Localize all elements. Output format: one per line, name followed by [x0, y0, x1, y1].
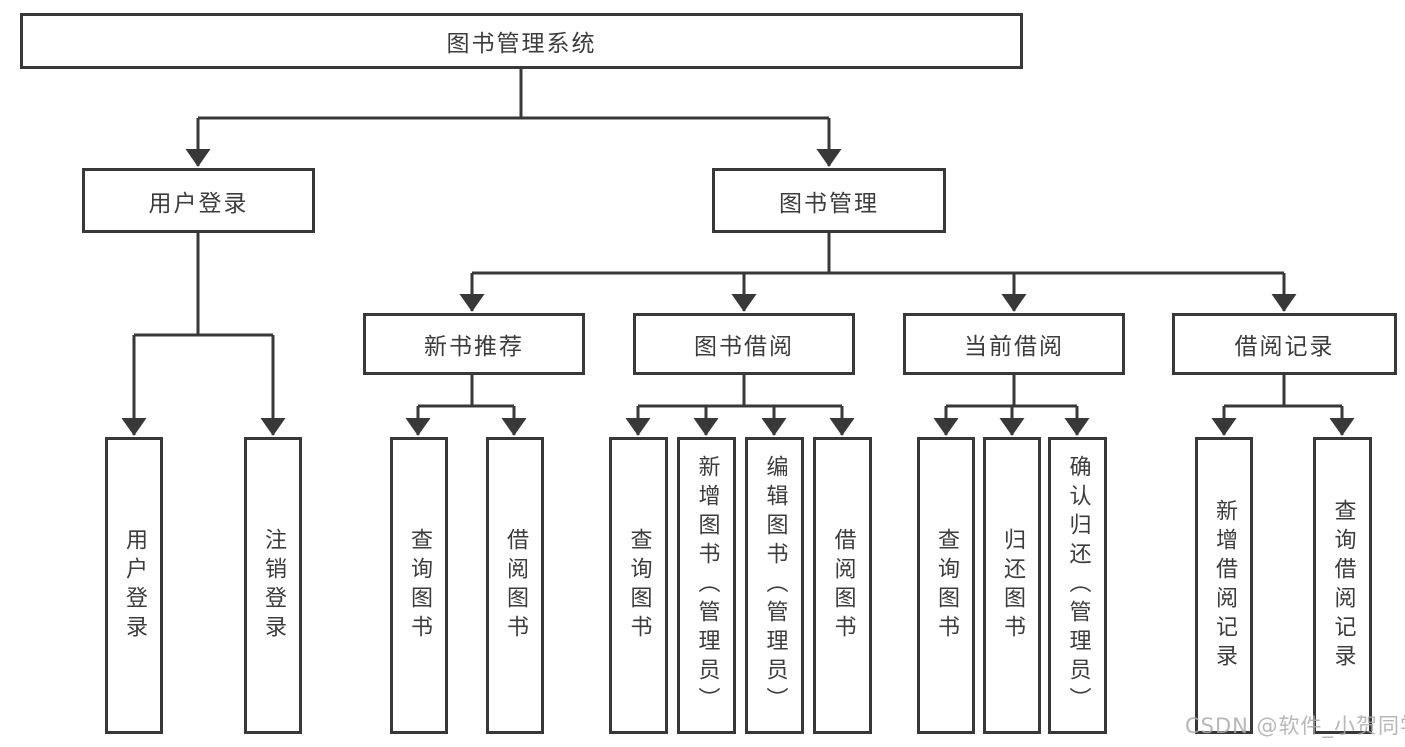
node-book-borrowing: 图书借阅	[633, 313, 855, 375]
node-label: 借阅记录	[1234, 334, 1335, 360]
node-label: 图书管理系统	[446, 31, 597, 57]
node-bb-query-books: 查询图书	[609, 437, 668, 734]
node-cb-return-books: 归还图书	[983, 437, 1041, 734]
node-label: 新增借阅记录	[1212, 498, 1237, 673]
node-ul-user-login: 用户登录	[105, 437, 163, 734]
csdn-watermark: CSDN @软件_小贺同学	[1185, 714, 1405, 738]
node-label: 查询借阅记录	[1330, 498, 1356, 673]
node-label: 归还图书	[1000, 527, 1025, 644]
node-user-login: 用户登录	[82, 168, 315, 233]
node-bb-borrow-books: 借阅图书	[813, 437, 872, 734]
node-ul-logout: 注销登录	[244, 437, 302, 734]
node-label: 当前借阅	[964, 334, 1064, 360]
node-label: 确认归还（管理员）	[1065, 455, 1091, 716]
node-nb-borrow-books: 借阅图书	[486, 437, 544, 734]
node-bb-add-books-admin: 新增图书（管理员）	[677, 437, 736, 734]
node-label: 借阅图书	[830, 527, 856, 644]
node-label: 注销登录	[261, 527, 286, 644]
node-label: 图书管理	[779, 190, 879, 217]
node-cb-query-books: 查询图书	[917, 437, 975, 734]
node-label: 查询图书	[407, 527, 432, 644]
node-label: 查询图书	[934, 527, 959, 644]
node-label: 新增图书（管理员）	[694, 455, 720, 716]
node-label: 新书推荐	[424, 334, 524, 360]
node-label: 查询图书	[626, 527, 652, 644]
edge-group	[121, 69, 1355, 436]
node-new-book-recommend: 新书推荐	[363, 313, 585, 375]
node-label: 编辑图书（管理员）	[762, 455, 788, 716]
node-borrow-records: 借阅记录	[1172, 313, 1397, 375]
node-br-query-record: 查询借阅记录	[1313, 437, 1372, 734]
node-label: 用户登录	[148, 190, 249, 217]
node-label: 图书借阅	[694, 334, 794, 360]
node-label: 用户登录	[122, 527, 147, 644]
node-root: 图书管理系统	[20, 13, 1023, 69]
node-label: 借阅图书	[503, 527, 528, 644]
node-cb-confirm-return-admin: 确认归还（管理员）	[1048, 437, 1107, 734]
node-current-borrowing: 当前借阅	[903, 313, 1125, 375]
node-book-management: 图书管理	[712, 168, 946, 233]
node-br-add-record: 新增借阅记录	[1195, 437, 1253, 734]
node-bb-edit-books-admin: 编辑图书（管理员）	[745, 437, 804, 734]
node-nb-query-books: 查询图书	[390, 437, 448, 734]
